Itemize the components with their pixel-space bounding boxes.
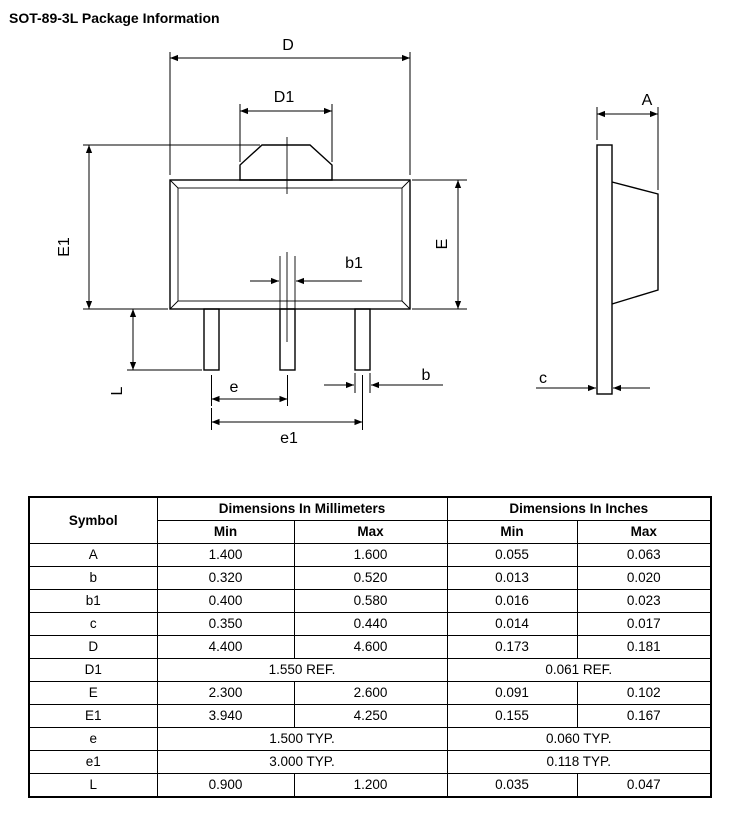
cell-symbol: L xyxy=(28,773,158,798)
cell-in-span: 0.118 TYP. xyxy=(446,750,712,774)
cell-mm-min: 1.400 xyxy=(156,543,295,567)
dim-label-E: E xyxy=(434,239,451,250)
dim-label-e: e xyxy=(230,379,239,396)
cell-mm-max: 0.580 xyxy=(293,589,448,613)
cell-mm-min: 0.350 xyxy=(156,612,295,636)
dim-label-c: c xyxy=(539,370,547,387)
cell-in-min: 0.091 xyxy=(446,681,578,705)
dimension-L: L xyxy=(109,309,202,395)
col-header-symbol: Symbol xyxy=(28,496,158,544)
dimension-b1: b1 xyxy=(250,255,363,285)
cell-mm-max: 2.600 xyxy=(293,681,448,705)
cell-mm-span: 1.550 REF. xyxy=(156,658,448,682)
cell-in-max: 0.020 xyxy=(576,566,712,590)
cell-mm-max: 1.600 xyxy=(293,543,448,567)
table-header-row-minmax: Min Max Min Max xyxy=(29,520,712,544)
cell-in-max: 0.023 xyxy=(576,589,712,613)
cell-mm-min: 3.940 xyxy=(156,704,295,728)
cell-in-max: 0.167 xyxy=(576,704,712,728)
cell-mm-span: 1.500 TYP. xyxy=(156,727,448,751)
cell-symbol: D1 xyxy=(28,658,158,682)
dimension-E1: E1 xyxy=(56,144,260,310)
cell-in-max: 0.181 xyxy=(576,635,712,659)
cell-in-max: 0.102 xyxy=(576,681,712,705)
table-row: e 1.500 TYP. 0.060 TYP. xyxy=(28,727,712,751)
cell-in-min: 0.014 xyxy=(446,612,578,636)
table-row: E 2.300 2.600 0.091 0.102 xyxy=(28,681,712,705)
cell-in-max: 0.063 xyxy=(576,543,712,567)
cell-symbol: E xyxy=(28,681,158,705)
col-header-mm-max: Max xyxy=(293,520,448,544)
col-header-mm-group: Dimensions In Millimeters xyxy=(156,496,448,521)
table-row: L 0.900 1.200 0.035 0.047 xyxy=(28,773,712,798)
dim-label-b: b xyxy=(422,367,431,384)
dimension-c: c xyxy=(536,370,650,392)
cell-mm-max: 4.250 xyxy=(293,704,448,728)
package-drawing: D D1 E1 E L b1 b e xyxy=(0,26,739,486)
cell-symbol: b1 xyxy=(28,589,158,613)
col-header-inch-group: Dimensions In Inches xyxy=(446,496,712,521)
table-row: c 0.350 0.440 0.014 0.017 xyxy=(28,612,712,636)
cell-symbol: e1 xyxy=(28,750,158,774)
cell-in-span: 0.061 REF. xyxy=(446,658,712,682)
dimension-D: D xyxy=(169,37,411,175)
table-row: e1 3.000 TYP. 0.118 TYP. xyxy=(28,750,712,774)
cell-in-min: 0.173 xyxy=(446,635,578,659)
cell-symbol: e xyxy=(28,727,158,751)
cell-symbol: b xyxy=(28,566,158,590)
cell-symbol: D xyxy=(28,635,158,659)
col-header-inch-min: Min xyxy=(446,520,578,544)
dim-label-D1: D1 xyxy=(274,89,295,106)
dim-label-b1: b1 xyxy=(345,255,363,272)
cell-mm-max: 0.440 xyxy=(293,612,448,636)
cell-symbol: c xyxy=(28,612,158,636)
cell-in-min: 0.155 xyxy=(446,704,578,728)
dimension-e: e xyxy=(211,375,288,406)
cell-in-max: 0.047 xyxy=(576,773,712,798)
dim-label-E1: E1 xyxy=(56,237,73,257)
dimension-b: b xyxy=(324,367,443,393)
cell-mm-min: 0.320 xyxy=(156,566,295,590)
table-row: E1 3.940 4.250 0.155 0.167 xyxy=(28,704,712,728)
cell-in-min: 0.013 xyxy=(446,566,578,590)
col-header-mm-min: Min xyxy=(156,520,295,544)
dim-label-L: L xyxy=(109,386,126,395)
table-row: D1 1.550 REF. 0.061 REF. xyxy=(28,658,712,682)
table-row: b 0.320 0.520 0.013 0.020 xyxy=(28,566,712,590)
table-row: b1 0.400 0.580 0.016 0.023 xyxy=(28,589,712,613)
side-view-outline xyxy=(596,144,659,395)
cell-in-min: 0.055 xyxy=(446,543,578,567)
dim-label-D: D xyxy=(282,37,294,54)
cell-mm-max: 4.600 xyxy=(293,635,448,659)
dim-label-A: A xyxy=(642,92,653,109)
cell-in-min: 0.016 xyxy=(446,589,578,613)
dimension-D1: D1 xyxy=(239,89,333,162)
cell-mm-min: 4.400 xyxy=(156,635,295,659)
cell-in-max: 0.017 xyxy=(576,612,712,636)
cell-mm-min: 0.900 xyxy=(156,773,295,798)
cell-mm-max: 1.200 xyxy=(293,773,448,798)
cell-in-min: 0.035 xyxy=(446,773,578,798)
cell-mm-min: 2.300 xyxy=(156,681,295,705)
table-row: A 1.400 1.600 0.055 0.063 xyxy=(28,543,712,567)
package-drawing-svg: D D1 E1 E L b1 b e xyxy=(56,37,659,447)
dimension-A: A xyxy=(596,92,659,190)
cell-symbol: E1 xyxy=(28,704,158,728)
cell-symbol: A xyxy=(28,543,158,567)
dimension-E: E xyxy=(412,179,467,310)
dimensions-table: Symbol Dimensions In Millimeters Dimensi… xyxy=(28,496,713,798)
col-header-inch-max: Max xyxy=(576,520,712,544)
table-row: D 4.400 4.600 0.173 0.181 xyxy=(28,635,712,659)
cell-mm-max: 0.520 xyxy=(293,566,448,590)
front-view-outline xyxy=(169,137,411,371)
cell-mm-min: 0.400 xyxy=(156,589,295,613)
table-header-row-groups: Symbol Dimensions In Millimeters Dimensi… xyxy=(28,496,712,544)
cell-in-span: 0.060 TYP. xyxy=(446,727,712,751)
dim-label-e1: e1 xyxy=(280,430,298,447)
page-title: SOT-89-3L Package Information xyxy=(9,10,220,26)
cell-mm-span: 3.000 TYP. xyxy=(156,750,448,774)
dimension-e1: e1 xyxy=(211,375,363,447)
